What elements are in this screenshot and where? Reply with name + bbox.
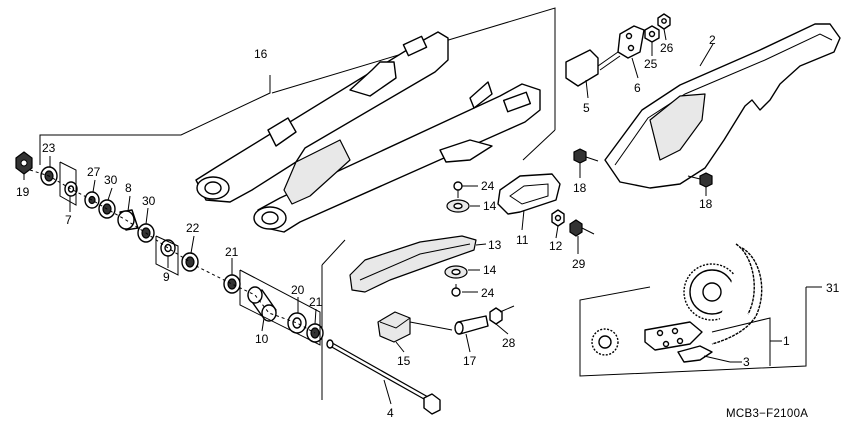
callout-30-right: 30: [142, 194, 156, 208]
callout-30-left: 30: [104, 173, 118, 187]
callout-7: 7: [65, 213, 72, 227]
callout-21-upper: 21: [225, 245, 239, 259]
callout-27: 27: [87, 165, 101, 179]
bolt-29: [569, 219, 595, 237]
swingarm-group-frame: [39, 7, 556, 400]
callout-18-right: 18: [699, 197, 713, 211]
callout-9: 9: [163, 270, 170, 284]
drive-chain-kit: [579, 243, 822, 377]
chain-case: [604, 23, 841, 189]
callout-26: 26: [660, 41, 674, 55]
callout-14-lower: 14: [483, 263, 497, 277]
nut-25: [644, 25, 660, 43]
bolt-28: [489, 305, 515, 325]
bolt-18-left: [573, 148, 599, 164]
callout-13: 13: [488, 238, 502, 252]
callout-29: 29: [572, 257, 586, 271]
callout-31: 31: [826, 281, 840, 295]
callout-22: 22: [186, 221, 200, 235]
nut-19: [15, 151, 33, 175]
pivot-pipe-10: [247, 286, 277, 322]
callout-28: 28: [502, 336, 516, 350]
bolt-12: [551, 209, 565, 227]
callout-21-lower: 21: [309, 295, 323, 309]
pivot-bolt: [326, 339, 441, 415]
callout-2: 2: [709, 33, 716, 47]
callout-10: 10: [255, 332, 269, 346]
leader-lines: [23, 28, 782, 405]
callout-3: 3: [743, 355, 750, 369]
diagram-code: MCB3−F2100A: [726, 408, 808, 420]
callout-11: 11: [516, 233, 529, 247]
callout-15: 15: [397, 354, 411, 368]
chain-guide: [497, 173, 561, 215]
adjuster-plate: [617, 25, 645, 59]
callout-18-left: 18: [573, 181, 587, 195]
nut-26: [657, 13, 671, 30]
callout-14-upper: 14: [483, 199, 497, 213]
swingarm: [195, 31, 541, 233]
dust-seal-27: [84, 191, 100, 209]
seal-22: [181, 252, 199, 272]
chain-adjuster: [565, 49, 621, 87]
bolt-17: [454, 315, 489, 335]
callout-5: 5: [583, 101, 590, 115]
bolt-18-right: [687, 172, 713, 188]
callout-17: 17: [463, 354, 477, 368]
callout-1: 1: [783, 334, 790, 348]
callout-24-upper: 24: [481, 179, 495, 193]
slider-rubber-lower: [444, 265, 468, 279]
callout-12: 12: [549, 239, 563, 253]
slider-rubber-upper: [446, 199, 470, 213]
screw-24-upper: [453, 181, 463, 198]
callout-23: 23: [42, 141, 56, 155]
chain-slider: [349, 235, 477, 293]
callout-19: 19: [16, 185, 30, 199]
collar-9: [160, 239, 176, 257]
callout-24-lower: 24: [481, 286, 495, 300]
callout-8: 8: [125, 181, 132, 195]
bearing-21-upper: [223, 274, 241, 294]
callout-4: 4: [387, 406, 394, 420]
guide-block-15: [377, 311, 411, 343]
callout-25: 25: [644, 57, 658, 71]
callout-20: 20: [291, 283, 305, 297]
callout-6: 6: [634, 81, 641, 95]
alignment-lines: [29, 161, 321, 346]
pivot-collar-8: [117, 209, 139, 231]
collar-7: [64, 181, 78, 197]
callout-16: 16: [254, 47, 268, 61]
screw-24-lower: [451, 284, 461, 297]
